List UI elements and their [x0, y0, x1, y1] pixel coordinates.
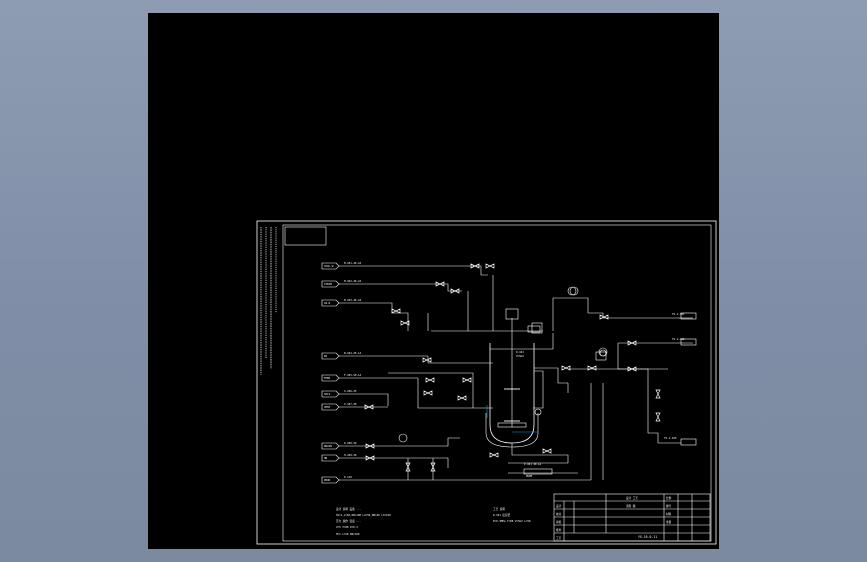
svg-text:YS-1-101: YS-1-101: [672, 312, 685, 316]
cad-viewport[interactable]: COOL.W STEAM CW.R N2 FEED SOLV. VENT DRA…: [148, 13, 719, 549]
svg-text:V=5 T=80 P=0.3: V=5 T=80 P=0.3: [336, 525, 358, 529]
svg-text:压力 操作 温度 ...: 压力 操作 温度 ...: [336, 519, 361, 523]
outer-frame: [256, 220, 717, 545]
title-block-text: 设计 工艺 流程 图 比例 图号 材料 重量 设计 校对 审核 批准 工艺: [556, 496, 672, 540]
svg-text:图号: 图号: [666, 504, 672, 508]
stamp-box: [284, 226, 327, 246]
svg-text:工艺: 工艺: [556, 536, 562, 540]
drawing-number: YS.16.0.11: [638, 535, 657, 539]
svg-text:STEAM: STEAM: [324, 282, 332, 286]
svg-text:N2: N2: [324, 354, 328, 358]
svg-text:R-101 反应釜: R-101 反应釜: [493, 513, 511, 517]
svg-text:H-109-50: H-109-50: [344, 453, 357, 457]
svg-text:M-101-40-2A: M-101-40-2A: [344, 261, 362, 265]
svg-text:设计 工艺: 设计 工艺: [626, 496, 638, 500]
svg-text:CW.R: CW.R: [324, 301, 331, 305]
svg-text:重量: 重量: [666, 520, 672, 524]
svg-text:F-105-50-1A: F-105-50-1A: [344, 373, 362, 377]
right-section: [508, 286, 697, 475]
svg-text:批准: 批准: [556, 528, 562, 532]
svg-text:审核: 审核: [556, 520, 562, 524]
svg-text:P-101 40-1A: P-101 40-1A: [524, 462, 542, 466]
reactor-labels: R-101 V=5m3: [516, 350, 524, 358]
valves: [364, 263, 661, 472]
svg-text:校对: 校对: [556, 512, 562, 516]
svg-text:PUMP: PUMP: [526, 474, 533, 478]
svg-text:R-101: R-101: [516, 350, 524, 354]
svg-text:YS-1-102: YS-1-102: [672, 337, 685, 341]
svg-text:DRAIN: DRAIN: [324, 444, 332, 448]
svg-text:HW: HW: [324, 456, 328, 460]
inner-frame: [282, 224, 712, 542]
svg-text:V=5m3: V=5m3: [516, 354, 524, 358]
instrument-bubbles: [398, 286, 608, 443]
svg-text:SOLV.: SOLV.: [324, 392, 332, 396]
svg-text:工艺 说明: 工艺 说明: [493, 507, 505, 511]
svg-text:流程 图: 流程 图: [626, 504, 636, 508]
svg-text:材料: 材料: [666, 512, 672, 516]
svg-text:设计 说明 设备 ...: 设计 说明 设备 ...: [336, 507, 361, 511]
svg-text:P=0.3MPa T=80 V=5m3 L=50: P=0.3MPa T=80 V=5m3 L=50: [493, 519, 531, 523]
svg-text:M-102-40-2A: M-102-40-2A: [344, 279, 362, 283]
svg-text:YS-1-103: YS-1-103: [664, 436, 677, 440]
stream-tags: [321, 262, 340, 484]
reactor-vessel: [485, 308, 543, 456]
svg-text:H1=1,L=50,DN=100 L2=50,DN=40 L: H1=1,L=50,DN=100 L2=50,DN=40 L3=100: [336, 513, 391, 517]
accent-lines: [486, 405, 538, 433]
svg-text:FEED: FEED: [324, 376, 331, 380]
annotation-text: 设计 说明 设备 ... H1=1,L=50,DN=100 L2=50,DN=4…: [336, 312, 685, 529]
stream-tag-labels: COOL.W STEAM CW.R N2 FEED SOLV. VENT DRA…: [324, 261, 362, 482]
svg-text:比例: 比例: [666, 496, 672, 500]
svg-text:设计: 设计: [556, 504, 562, 508]
svg-text:P-110: P-110: [344, 475, 352, 479]
svg-text:VENT: VENT: [324, 405, 331, 409]
svg-text:N-104-25-1A: N-104-25-1A: [344, 351, 362, 355]
svg-text:D-108-50: D-108-50: [344, 441, 357, 445]
svg-text:M-103-40-2A: M-103-40-2A: [344, 298, 362, 302]
pid-drawing: COOL.W STEAM CW.R N2 FEED SOLV. VENT DRA…: [256, 220, 717, 545]
svg-text:V-107-25: V-107-25: [344, 402, 357, 406]
title-block-frame: [553, 493, 711, 542]
svg-text:PROD: PROD: [324, 478, 331, 482]
revision-note: H=1 L=50 DN=100: [336, 532, 360, 536]
svg-text:S-106-25: S-106-25: [344, 389, 357, 393]
svg-text:COOL.W: COOL.W: [324, 264, 334, 268]
vertical-notes: [260, 227, 277, 375]
